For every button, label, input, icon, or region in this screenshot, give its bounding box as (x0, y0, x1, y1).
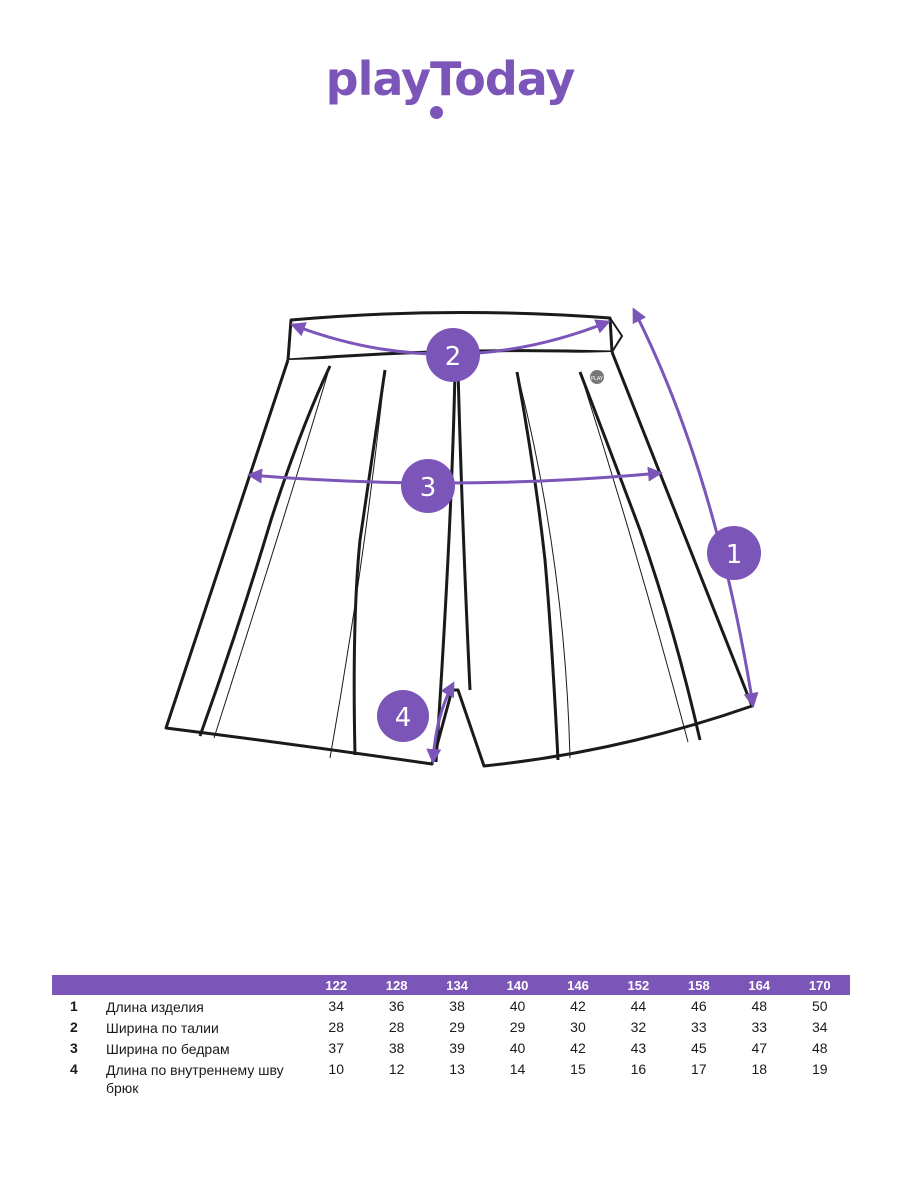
table-cell: 48 (751, 998, 768, 1014)
table-cell: 48 (811, 1040, 828, 1056)
table-cell: 37 (328, 1040, 344, 1056)
marker-1-label: 1 (726, 540, 743, 570)
row-number: 3 (70, 1040, 78, 1056)
size-header: 158 (687, 977, 710, 993)
table-cell: 29 (449, 1019, 465, 1035)
row-label: Ширина по бедрам (106, 1041, 230, 1057)
table-cell: 39 (449, 1040, 465, 1056)
table-cell: 44 (630, 998, 647, 1014)
size-table-header: 122 128 134 140 146 152 158 164 170 (52, 975, 850, 995)
marker-1: 1 (707, 526, 761, 580)
size-table: 122 128 134 140 146 152 158 164 170 1 Дл… (52, 975, 850, 1097)
table-cell: 33 (691, 1019, 707, 1035)
table-cell: 17 (691, 1061, 707, 1077)
table-cell: 29 (509, 1019, 526, 1035)
size-header: 164 (748, 977, 771, 993)
size-header: 146 (567, 977, 589, 993)
garment-diagram: PLAY 2 3 1 4 (164, 307, 761, 768)
size-header: 140 (506, 977, 529, 993)
pleat-line (515, 371, 560, 761)
pleat-line (198, 365, 332, 737)
pleat-line (329, 369, 386, 759)
zip-tab (609, 317, 624, 353)
measure-arrow-inseam (426, 681, 455, 764)
row-number: 4 (70, 1061, 78, 1077)
measure-arrow-length (632, 307, 759, 708)
table-cell: 40 (509, 1040, 526, 1056)
marker-3: 3 (401, 459, 455, 513)
table-row: 1 Длина изделия 34 36 38 40 42 44 46 48 … (52, 995, 850, 1019)
measure-arrow-hip (247, 466, 663, 485)
marker-2-label: 2 (445, 342, 462, 372)
table-cell: 42 (570, 1040, 586, 1056)
table-cell: 47 (751, 1040, 768, 1056)
size-header: 128 (385, 977, 408, 993)
row-number: 1 (70, 998, 78, 1014)
table-cell: 28 (388, 1019, 405, 1035)
table-cell: 36 (388, 998, 405, 1014)
table-row: 2 Ширина по талии 28 28 29 29 30 32 33 3… (52, 1019, 850, 1040)
table-cell: 34 (811, 1019, 828, 1035)
table-cell: 19 (811, 1061, 828, 1077)
table-cell: 42 (570, 998, 586, 1014)
table-cell: 38 (388, 1040, 405, 1056)
table-cell: 13 (449, 1061, 465, 1077)
table-cell: 46 (691, 998, 707, 1014)
pleat-line (516, 371, 571, 759)
header-spacer (106, 975, 306, 995)
row-label: Ширина по талии (106, 1020, 219, 1036)
table-cell: 18 (751, 1061, 768, 1077)
size-header: 152 (627, 977, 650, 993)
marker-2: 2 (426, 328, 480, 382)
table-cell: 45 (691, 1040, 707, 1056)
table-cell: 33 (751, 1019, 768, 1035)
shorts-body-outline (164, 351, 754, 768)
table-row: 3 Ширина по бедрам 37 38 39 40 42 43 45 … (52, 1040, 850, 1061)
button-icon: PLAY (590, 370, 604, 384)
row-label: Длина по внутреннему шву брюк (106, 1062, 284, 1096)
brand-logo-text: playToday (325, 52, 576, 106)
header-spacer (52, 975, 106, 995)
brand-logo-dot (430, 106, 443, 119)
table-cell: 30 (570, 1019, 586, 1035)
table-cell: 38 (449, 998, 465, 1014)
size-header: 170 (808, 977, 831, 993)
button-badge-text: PLAY (591, 376, 604, 382)
table-cell: 50 (811, 998, 828, 1014)
table-row: 4 Длина по внутреннему шву брюк 10 12 13… (52, 1061, 850, 1097)
row-label: Длина изделия (106, 999, 204, 1015)
table-cell: 14 (509, 1061, 526, 1077)
pleat-line (352, 369, 387, 756)
table-cell: 32 (630, 1019, 647, 1035)
size-header: 122 (325, 977, 348, 993)
row-number: 2 (70, 1019, 78, 1035)
brand-logo: playToday (0, 52, 900, 106)
marker-4-label: 4 (395, 703, 412, 733)
center-seam (456, 369, 472, 691)
table-cell: 10 (328, 1061, 344, 1077)
table-cell: 28 (328, 1019, 344, 1035)
size-header: 134 (446, 977, 468, 993)
table-cell: 40 (509, 998, 526, 1014)
table-cell: 12 (388, 1061, 405, 1077)
table-cell: 15 (570, 1061, 586, 1077)
marker-3-label: 3 (420, 473, 437, 503)
table-cell: 43 (630, 1040, 647, 1056)
pleat-line (213, 365, 331, 739)
table-cell: 34 (328, 998, 344, 1014)
table-cell: 16 (630, 1061, 647, 1077)
marker-4: 4 (377, 690, 429, 742)
